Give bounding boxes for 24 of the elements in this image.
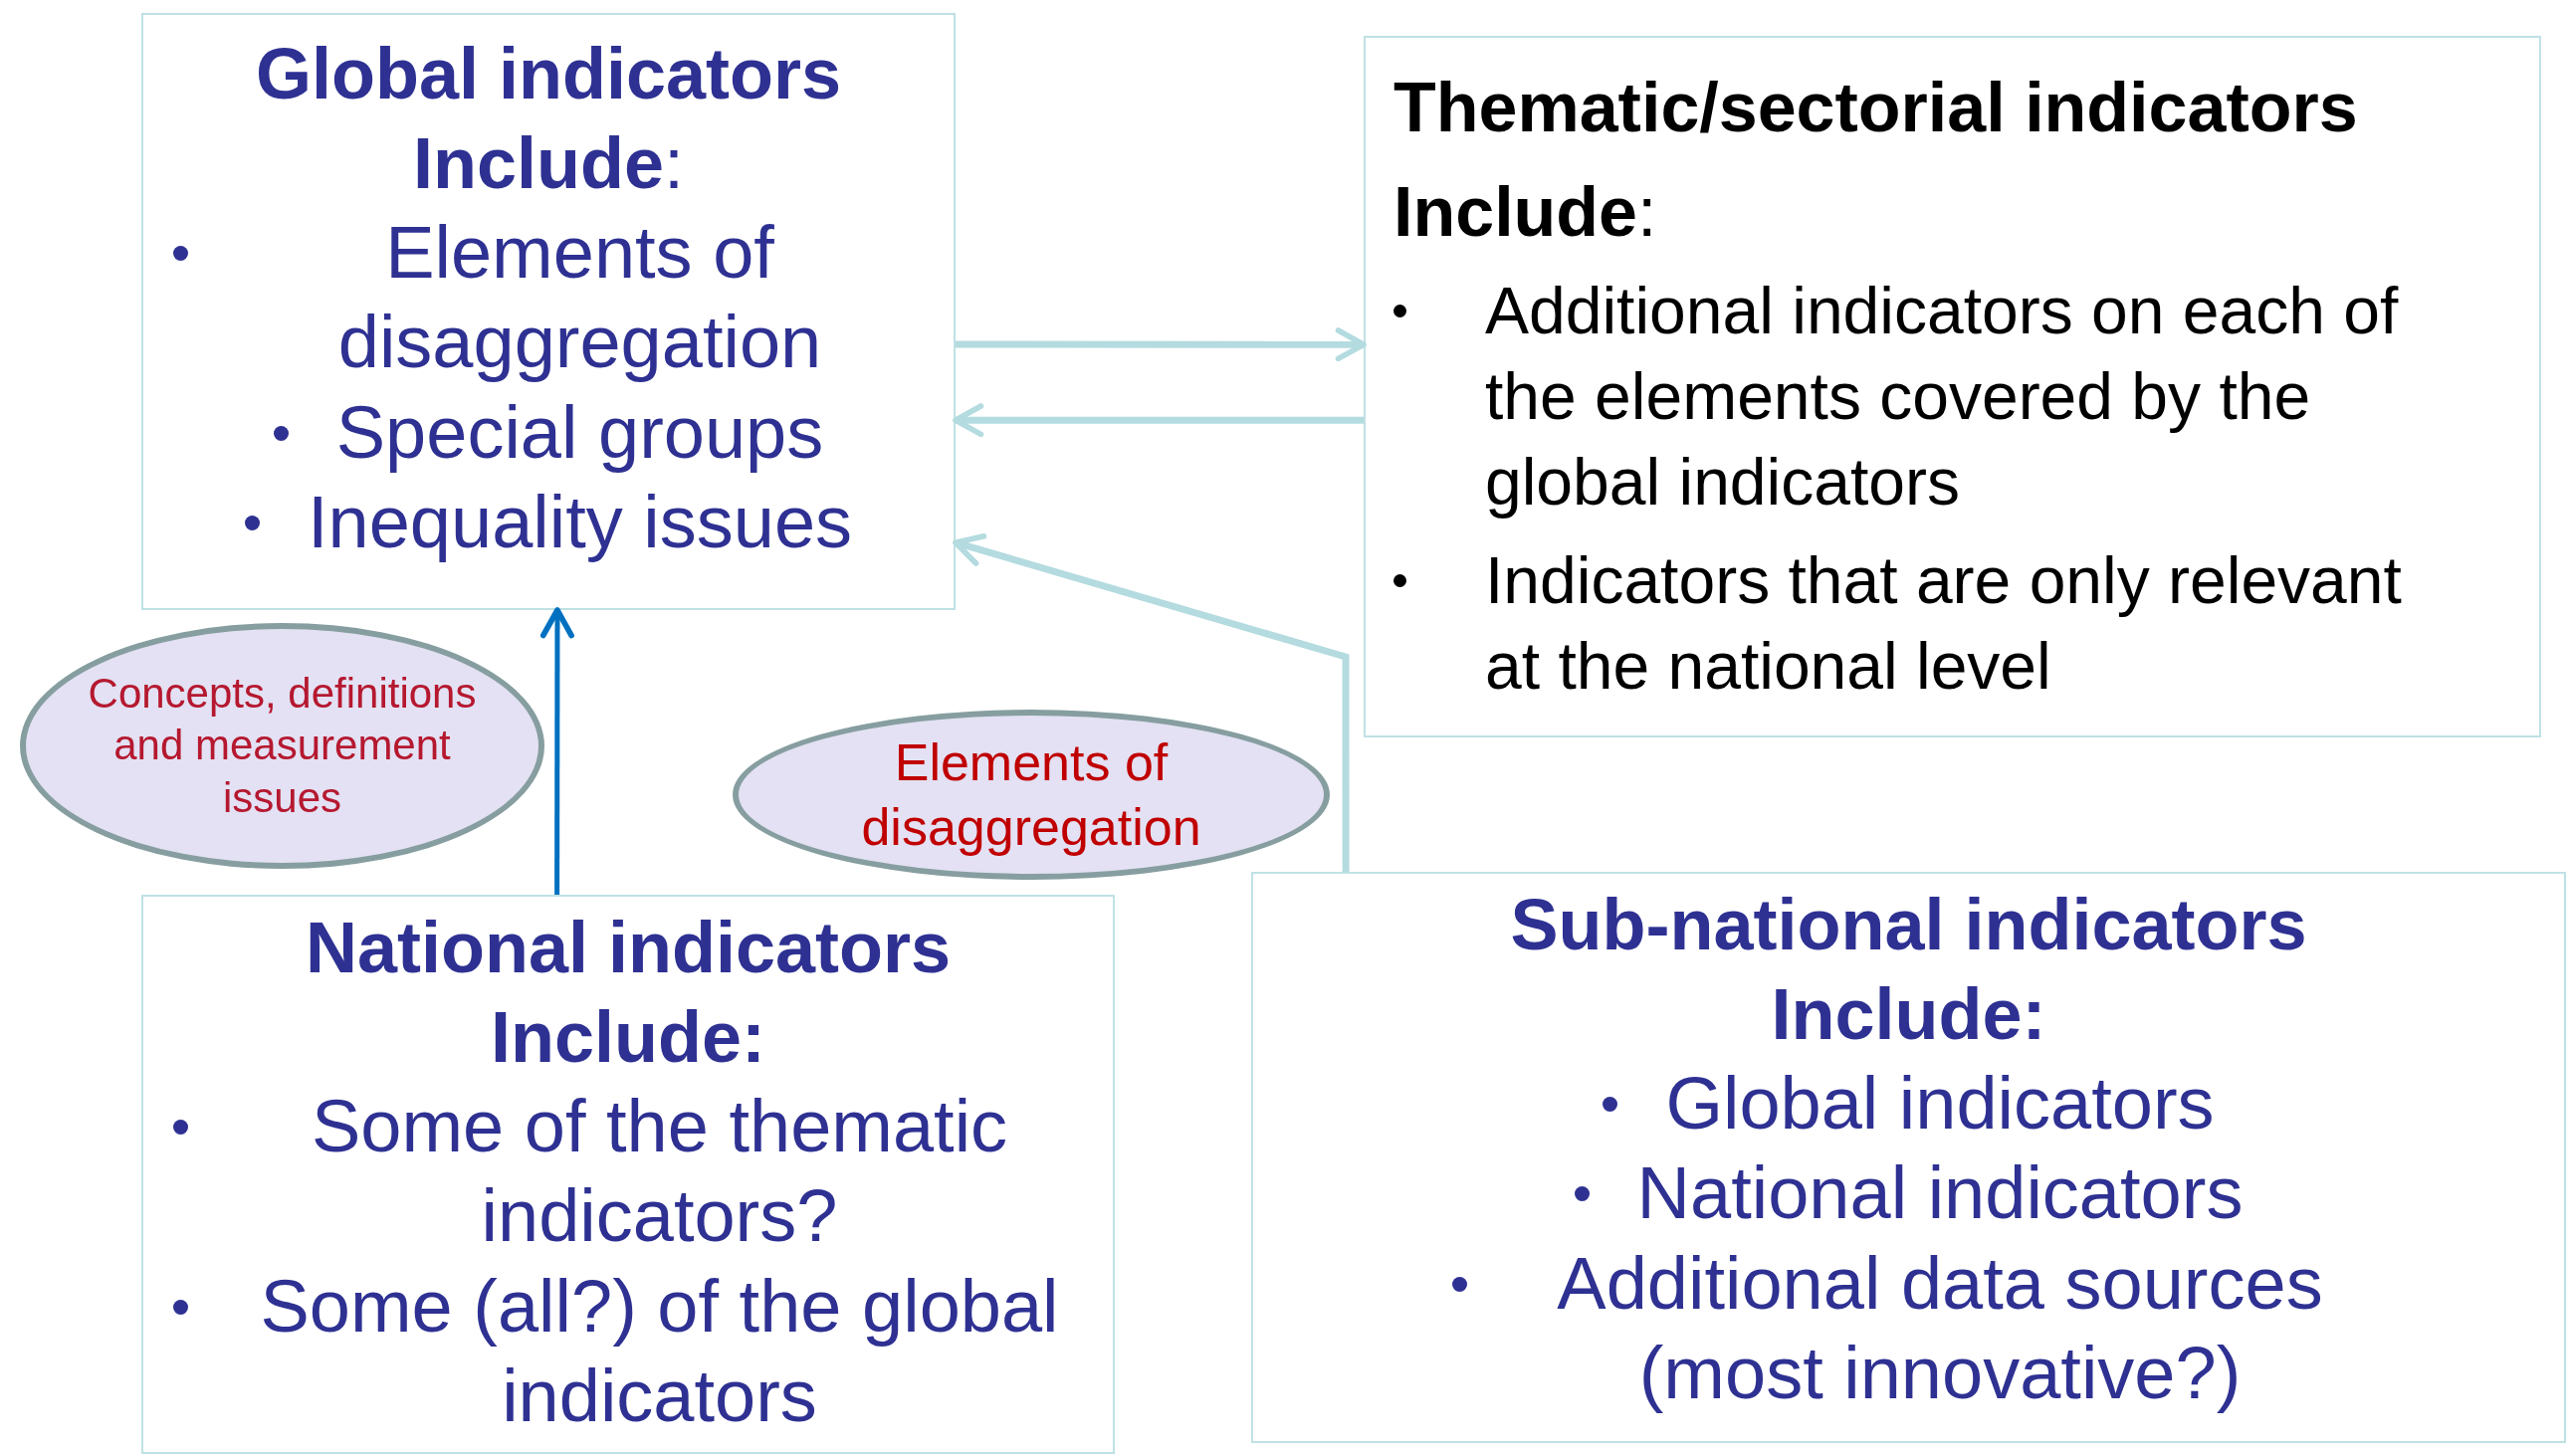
arrow: [953, 403, 1364, 438]
ellipse-label: Elements of disaggregation: [860, 731, 1202, 858]
bullet-text: Some of the thematic indicators?: [310, 1084, 1009, 1260]
bullet-text: Inequality issues: [307, 479, 853, 565]
text-box: [141, 895, 1115, 1454]
text-box: [1251, 872, 2566, 1443]
bullet-text: Additional indicators on each of the elements covered by the global indicators: [1485, 273, 2400, 520]
text-box: [141, 13, 956, 610]
box-heading: National indicators Include:: [304, 907, 953, 1079]
ellipse-label: Concepts, definitions and measurement issues: [87, 668, 478, 823]
arrow: [956, 327, 1367, 362]
box-heading: Sub-national indicators Include:: [1509, 884, 2308, 1056]
arrow: [539, 607, 574, 895]
bullet-text: Some (all?) of the global indicators: [259, 1263, 1060, 1439]
bullet-text: Elements of disaggregation: [336, 210, 823, 386]
bullet-text: Special groups: [335, 389, 824, 476]
bullet-text: National indicators: [1636, 1150, 2244, 1237]
box-heading: Thematic/sectorial indicators Include:: [1393, 68, 2359, 253]
bullet-text: Global indicators: [1665, 1061, 2215, 1146]
arrow: [953, 532, 1350, 872]
text-box: [1364, 36, 2541, 737]
bullet-text: Additional data sources (most innovative?): [1556, 1240, 2324, 1416]
bullet-text: Indicators that are only relevant at the national level: [1485, 542, 2403, 706]
box-heading: Global indicators Include:: [254, 33, 843, 205]
